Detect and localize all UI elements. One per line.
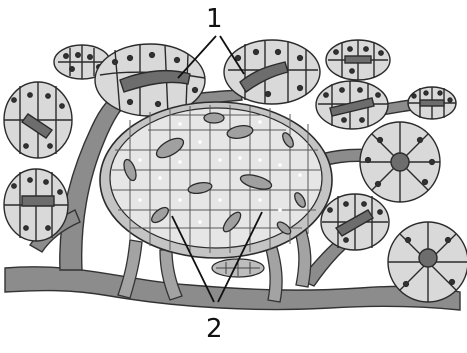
acinus-right-mid <box>316 81 388 129</box>
acinus-top-right <box>326 40 390 80</box>
callout-1-label: 1 <box>206 6 223 32</box>
acinus-left-mid <box>4 82 72 158</box>
acinus-right-large <box>360 122 440 202</box>
acinus-upper-center <box>224 40 320 104</box>
callout-2-label: 2 <box>206 316 223 342</box>
acinus-left-lower <box>4 169 68 241</box>
acinus-right-lower <box>321 194 389 250</box>
acinus-far-right-small <box>408 87 456 119</box>
acinus-bottom-right <box>388 222 467 302</box>
